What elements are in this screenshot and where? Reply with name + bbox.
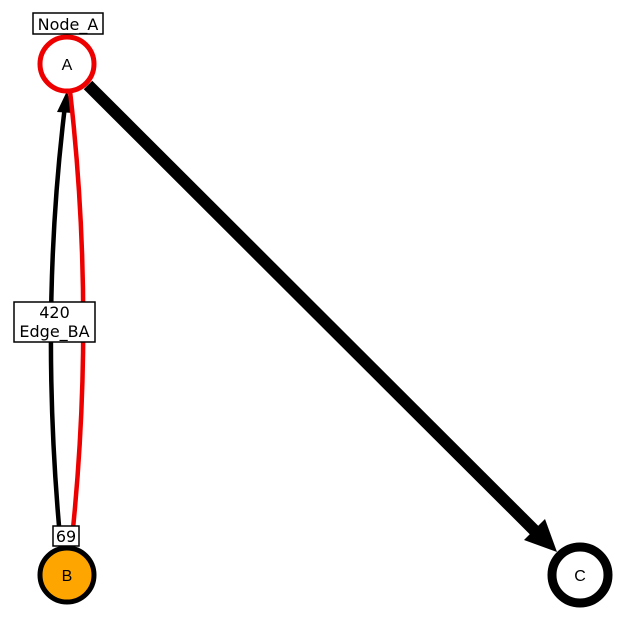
node-c-label: C: [574, 568, 586, 585]
edge-a-to-c-line: [83, 80, 541, 537]
node-a-circle[interactable]: [37, 34, 97, 94]
edge-b-to-a-arrowhead: [57, 91, 73, 113]
node-a-tag-box: Node_A: [32, 12, 104, 35]
node-b-label: B: [62, 568, 73, 585]
edge-a-to-b-weight: 69: [56, 527, 76, 546]
node-c[interactable]: C: [547, 542, 613, 608]
node-a[interactable]: A: [37, 34, 97, 94]
edge-b-to-a-name: Edge_BA: [19, 322, 89, 342]
edge-a-to-b-label-box: 69: [52, 525, 80, 547]
node-b-circle[interactable]: [37, 545, 97, 605]
node-a-label: A: [62, 57, 73, 74]
edge-b-to-a-weight: 420: [39, 303, 70, 322]
node-a-tag: Node_A: [38, 15, 99, 35]
edge-b-to-a-label-box: 420 Edge_BA: [13, 301, 96, 343]
node-c-circle[interactable]: [547, 542, 613, 608]
edge-a-to-c: [83, 80, 557, 552]
edge-a-to-c-arrowhead: [524, 519, 557, 552]
node-b[interactable]: B: [37, 545, 97, 605]
